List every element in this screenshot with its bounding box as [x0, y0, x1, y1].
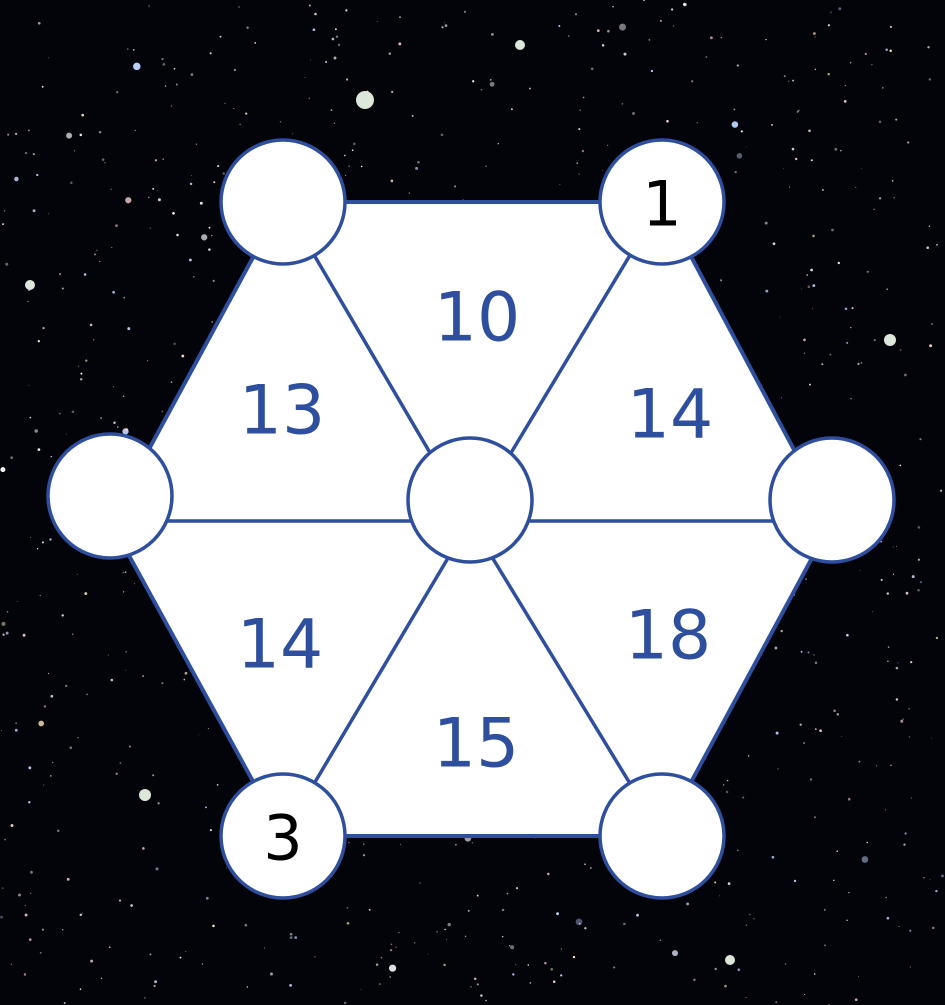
- triangle-top-value: 10: [434, 279, 521, 358]
- node-circle[interactable]: [600, 774, 724, 898]
- node-bottom-left-value: 3: [263, 802, 302, 875]
- node-top-left[interactable]: [221, 140, 345, 264]
- triangle-bottom-value: 15: [433, 705, 520, 784]
- triangle-upper-right-value: 14: [627, 376, 714, 455]
- node-circle[interactable]: [770, 438, 894, 562]
- node-right[interactable]: [770, 438, 894, 562]
- triangle-lower-left-value: 14: [237, 606, 324, 685]
- node-left[interactable]: [48, 434, 172, 558]
- node-center[interactable]: [408, 438, 532, 562]
- node-bottom-right[interactable]: [600, 774, 724, 898]
- node-top-right-value: 1: [642, 168, 681, 241]
- triangle-lower-right-value: 18: [625, 597, 712, 676]
- node-circle[interactable]: [221, 140, 345, 264]
- node-circle[interactable]: [408, 438, 532, 562]
- node-circle[interactable]: [48, 434, 172, 558]
- node-bottom-left[interactable]: 3: [221, 774, 345, 898]
- triangle-upper-left-value: 13: [239, 372, 326, 451]
- node-top-right[interactable]: 1: [600, 140, 724, 264]
